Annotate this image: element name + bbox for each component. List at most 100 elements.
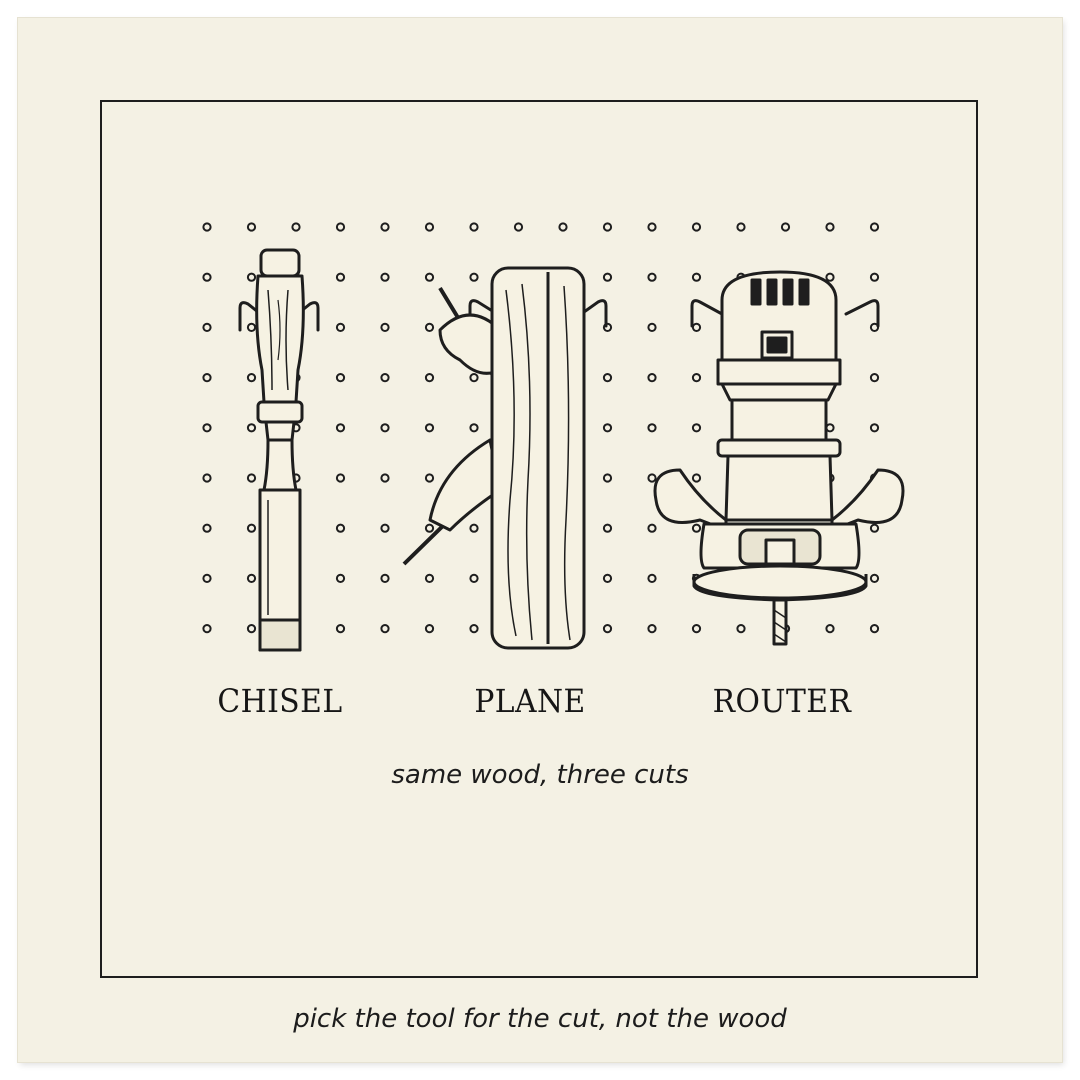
pegboard-hole bbox=[335, 373, 346, 383]
pegboard-hole bbox=[202, 473, 212, 483]
pegboard-hole bbox=[736, 624, 746, 634]
pegboard-hole bbox=[647, 473, 657, 483]
tool-label-router: ROUTER bbox=[712, 682, 852, 720]
pegboard-hole bbox=[691, 222, 702, 232]
pegboard-hole bbox=[647, 624, 657, 634]
pegboard-hole bbox=[691, 423, 702, 433]
subtitle: same wood, three cuts bbox=[391, 760, 689, 790]
pegboard-hole bbox=[246, 423, 257, 433]
pegboard-hole bbox=[602, 523, 613, 533]
pegboard-hole bbox=[335, 272, 346, 282]
pegboard-hole bbox=[469, 272, 479, 282]
pegboard-hole bbox=[602, 373, 613, 383]
pegboard-hole bbox=[202, 222, 212, 232]
pegboard-hole bbox=[647, 523, 657, 533]
pegboard-hole bbox=[202, 322, 212, 332]
pegboard-hole bbox=[780, 222, 791, 232]
pegboard-hole bbox=[424, 573, 435, 584]
pegboard-hole bbox=[380, 373, 390, 383]
pegboard-hole bbox=[335, 322, 346, 332]
pegboard-hole bbox=[647, 322, 657, 332]
hand-plane-icon bbox=[402, 266, 586, 650]
pegboard-hole bbox=[246, 322, 257, 332]
pegboard-hole bbox=[380, 222, 390, 232]
pegboard-hole bbox=[380, 272, 390, 282]
pegboard-hole bbox=[736, 222, 746, 232]
pegboard-hole bbox=[469, 573, 479, 584]
pegboard-hole bbox=[869, 423, 880, 433]
pegboard-hole bbox=[424, 473, 435, 483]
pegboard-hole bbox=[424, 423, 435, 433]
pegboard-hole bbox=[602, 423, 613, 433]
pegboard-hole bbox=[647, 222, 657, 232]
pegboard-hole bbox=[869, 222, 880, 232]
pegboard-hole bbox=[602, 573, 613, 584]
pegboard-hole bbox=[602, 272, 613, 282]
pegboard-hole bbox=[825, 624, 835, 634]
pegboard-hole bbox=[424, 373, 435, 383]
pegboard-hole bbox=[469, 523, 479, 533]
pegboard-hole bbox=[335, 573, 346, 584]
pegboard-hole bbox=[469, 373, 479, 383]
pegboard-hole bbox=[869, 272, 880, 282]
chisel-icon bbox=[255, 248, 305, 652]
pegboard-hole bbox=[691, 322, 702, 332]
pegboard-hole bbox=[246, 222, 257, 232]
pegboard-hole bbox=[869, 373, 880, 383]
pegboard-hole bbox=[825, 272, 835, 282]
pegboard-hole bbox=[869, 573, 880, 584]
pegboard-hole bbox=[424, 322, 435, 332]
pegboard-hole bbox=[202, 423, 212, 433]
pegboard-hole bbox=[202, 272, 212, 282]
tool-label-chisel: CHISEL bbox=[217, 682, 343, 720]
pegboard-hole bbox=[335, 222, 346, 232]
illustration-frame bbox=[100, 100, 978, 978]
pegboard-hole bbox=[380, 322, 390, 332]
pegboard-hole bbox=[647, 423, 657, 433]
pegboard-hole bbox=[246, 523, 257, 533]
pegboard-hole bbox=[335, 624, 346, 634]
peg-hooks bbox=[238, 299, 880, 332]
pegboard-hole bbox=[380, 624, 390, 634]
pegboard-hole bbox=[469, 624, 479, 634]
pegboard-hole bbox=[380, 423, 390, 433]
pegboard-hole bbox=[291, 222, 301, 232]
pegboard-hole bbox=[424, 222, 435, 232]
pegboard-hole bbox=[691, 523, 702, 533]
pegboard-hole bbox=[469, 423, 479, 433]
pegboard-hole bbox=[691, 473, 702, 483]
pegboard-hole bbox=[424, 523, 435, 533]
pegboard-hole bbox=[558, 222, 568, 232]
pegboard-hole bbox=[202, 624, 212, 634]
pegboard-hole bbox=[869, 523, 880, 533]
pegboard-hole bbox=[246, 624, 257, 634]
router-icon bbox=[653, 270, 905, 646]
pegboard-hole bbox=[335, 473, 346, 483]
pegboard-hole bbox=[424, 624, 435, 634]
pegboard-hole bbox=[202, 573, 212, 584]
pegboard-hole bbox=[380, 573, 390, 584]
pegboard-hole bbox=[602, 624, 613, 634]
pegboard-hole bbox=[647, 573, 657, 584]
pegboard-hole bbox=[602, 473, 613, 483]
caption: pick the tool for the cut, not the wood bbox=[293, 1004, 787, 1034]
pegboard-hole bbox=[335, 523, 346, 533]
pegboard-hole bbox=[380, 523, 390, 533]
pegboard-hole bbox=[246, 573, 257, 584]
pegboard-hole bbox=[246, 272, 257, 282]
pegboard-hole bbox=[602, 222, 613, 232]
pegboard-hole bbox=[513, 222, 524, 232]
pegboard-hole bbox=[246, 373, 257, 383]
pegboard-hole bbox=[246, 473, 257, 483]
pegboard-hole bbox=[424, 272, 435, 282]
pegboard-hole bbox=[647, 272, 657, 282]
pegboard-hole bbox=[647, 373, 657, 383]
pegboard-hole bbox=[691, 272, 702, 282]
pegboard-hole bbox=[691, 373, 702, 383]
pegboard-hole bbox=[469, 222, 479, 232]
pegboard-hole bbox=[335, 423, 346, 433]
pegboard-hole bbox=[380, 473, 390, 483]
pegboard-hole bbox=[202, 523, 212, 533]
tool-label-plane: PLANE bbox=[474, 682, 586, 720]
